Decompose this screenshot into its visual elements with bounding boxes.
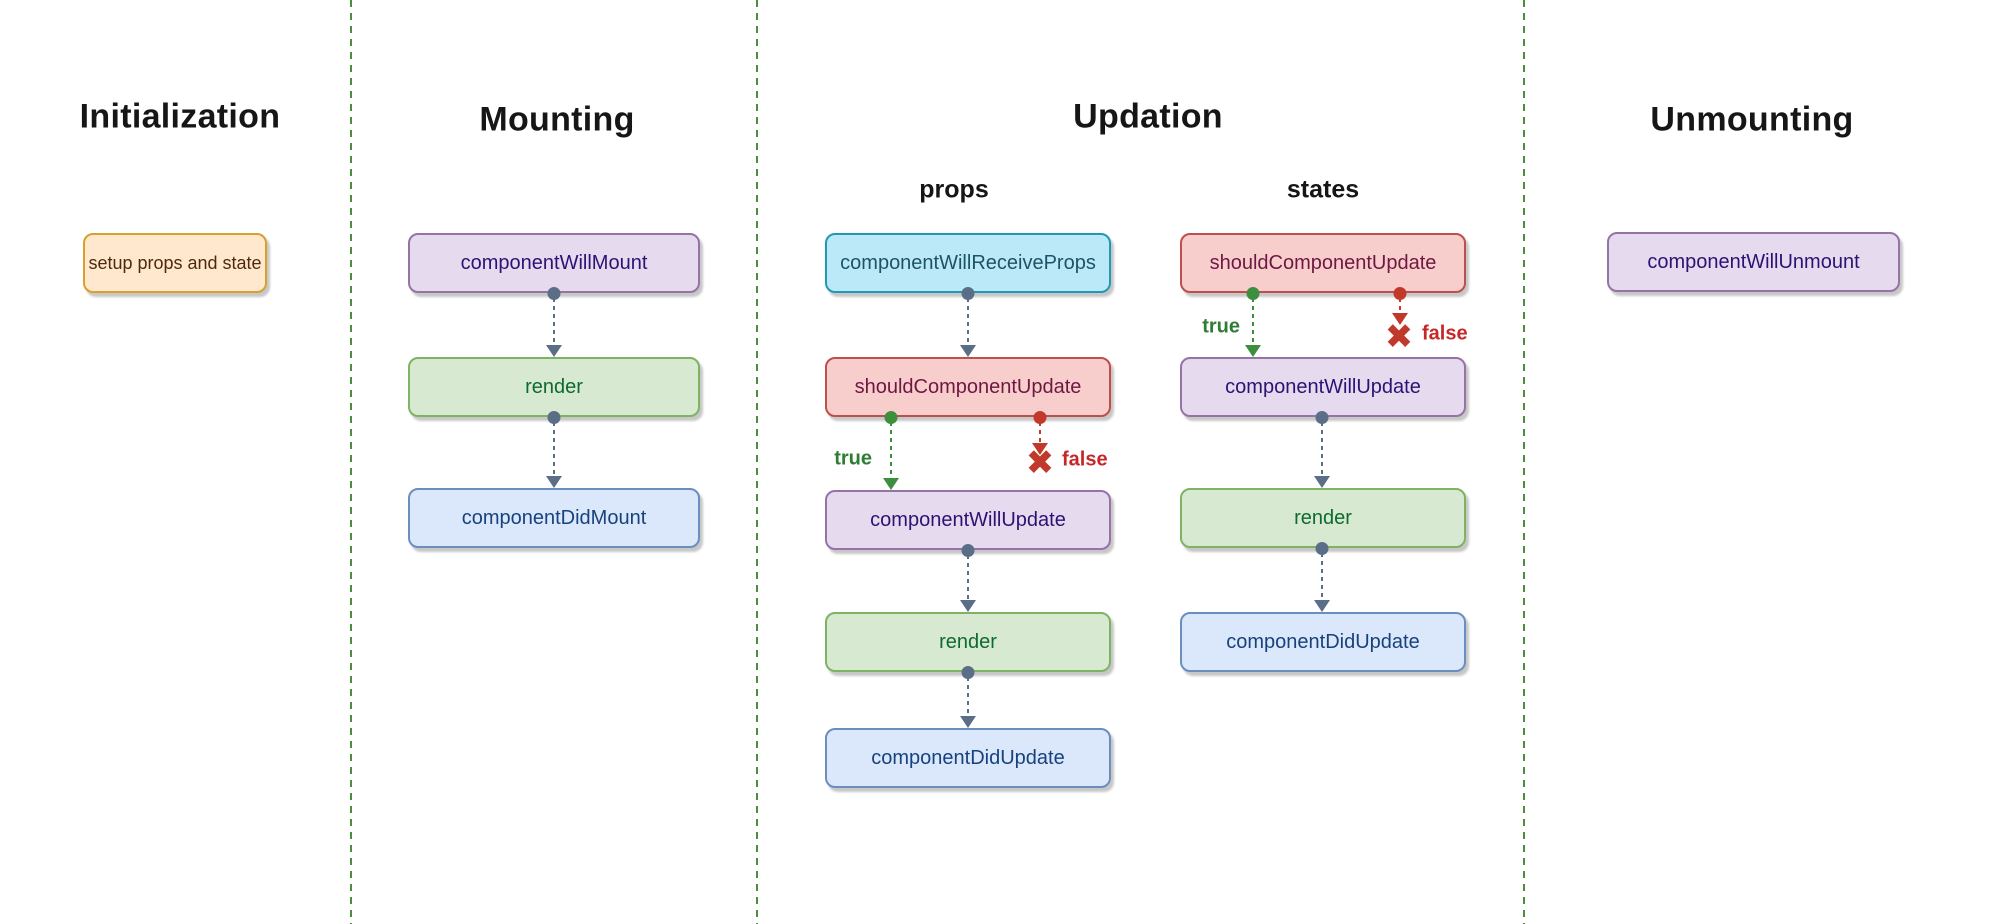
flow-arrow [1314,411,1330,488]
node-componentWillUnmount: componentWillUnmount [1607,232,1900,292]
arrow-line [1039,422,1041,445]
arrow-line [967,298,969,347]
arrow-origin-dot [961,666,975,679]
arrow-head-icon [1245,345,1261,357]
x-mark-icon: ✖ [1384,318,1414,356]
branch-true-arrow [1245,287,1261,357]
arrow-line [967,555,969,602]
arrow-origin-dot [1315,542,1329,555]
phase-title-mounting: Mounting [479,100,635,139]
arrow-head-icon [1314,476,1330,488]
arrow-line [1321,422,1323,478]
node-shouldComponentUpdate-states: shouldComponentUpdate [1180,233,1466,293]
node-componentWillReceiveProps: componentWillReceiveProps [825,233,1111,293]
arrow-origin-dot [1315,411,1329,424]
flow-arrow [960,666,976,728]
sub-column-title-props: props [919,175,989,204]
node-componentWillMount: componentWillMount [408,233,700,293]
arrow-origin-dot [547,411,561,424]
branch-true-arrow [883,411,899,490]
flow-arrow [960,544,976,612]
arrow-origin-dot [1033,411,1047,424]
arrow-line [967,677,969,718]
arrow-head-icon [1314,600,1330,612]
branch-false-arrow [1032,411,1048,455]
arrow-line [1321,553,1323,602]
node-render-states: render [1180,488,1466,548]
arrow-line [553,298,555,347]
node-render-props: render [825,612,1111,672]
phase-title-updation: Updation [1073,97,1223,136]
sub-column-title-states: states [1286,175,1360,204]
arrow-origin-dot [961,544,975,557]
phase-divider [350,0,352,924]
arrow-origin-dot [547,287,561,300]
branch-false-arrow [1392,287,1408,325]
node-setup-props-and-state: setup props and state [83,233,267,293]
phase-title-unmounting: Unmounting [1650,100,1854,139]
arrow-line [553,422,555,478]
arrow-origin-dot [884,411,898,424]
node-componentWillUpdate-props: componentWillUpdate [825,490,1111,550]
phase-divider [756,0,758,924]
node-componentDidUpdate-props: componentDidUpdate [825,728,1111,788]
flow-arrow [546,287,562,357]
node-componentWillUpdate-states: componentWillUpdate [1180,357,1466,417]
branch-label-false: false [1062,448,1108,471]
x-mark-icon: ✖ [1025,444,1055,482]
arrow-head-icon [960,600,976,612]
arrow-line [890,422,892,480]
node-componentDidUpdate-states: componentDidUpdate [1180,612,1466,672]
arrow-line [1399,298,1401,315]
flow-arrow [546,411,562,488]
branch-label-true: true [1202,315,1240,338]
flow-arrow [960,287,976,357]
arrow-head-icon [1032,443,1048,455]
arrow-head-icon [546,476,562,488]
branch-label-true: true [834,447,872,470]
arrow-head-icon [960,716,976,728]
branch-label-false: false [1422,322,1468,345]
arrow-head-icon [546,345,562,357]
node-shouldComponentUpdate-props: shouldComponentUpdate [825,357,1111,417]
node-componentDidMount: componentDidMount [408,488,700,548]
arrow-origin-dot [1246,287,1260,300]
arrow-origin-dot [1393,287,1407,300]
flow-arrow [1314,542,1330,612]
phase-divider [1523,0,1525,924]
node-render-mounting: render [408,357,700,417]
arrow-origin-dot [961,287,975,300]
arrow-line [1252,298,1254,347]
arrow-head-icon [960,345,976,357]
arrow-head-icon [1392,313,1408,325]
arrow-head-icon [883,478,899,490]
phase-title-initialization: Initialization [79,97,281,136]
